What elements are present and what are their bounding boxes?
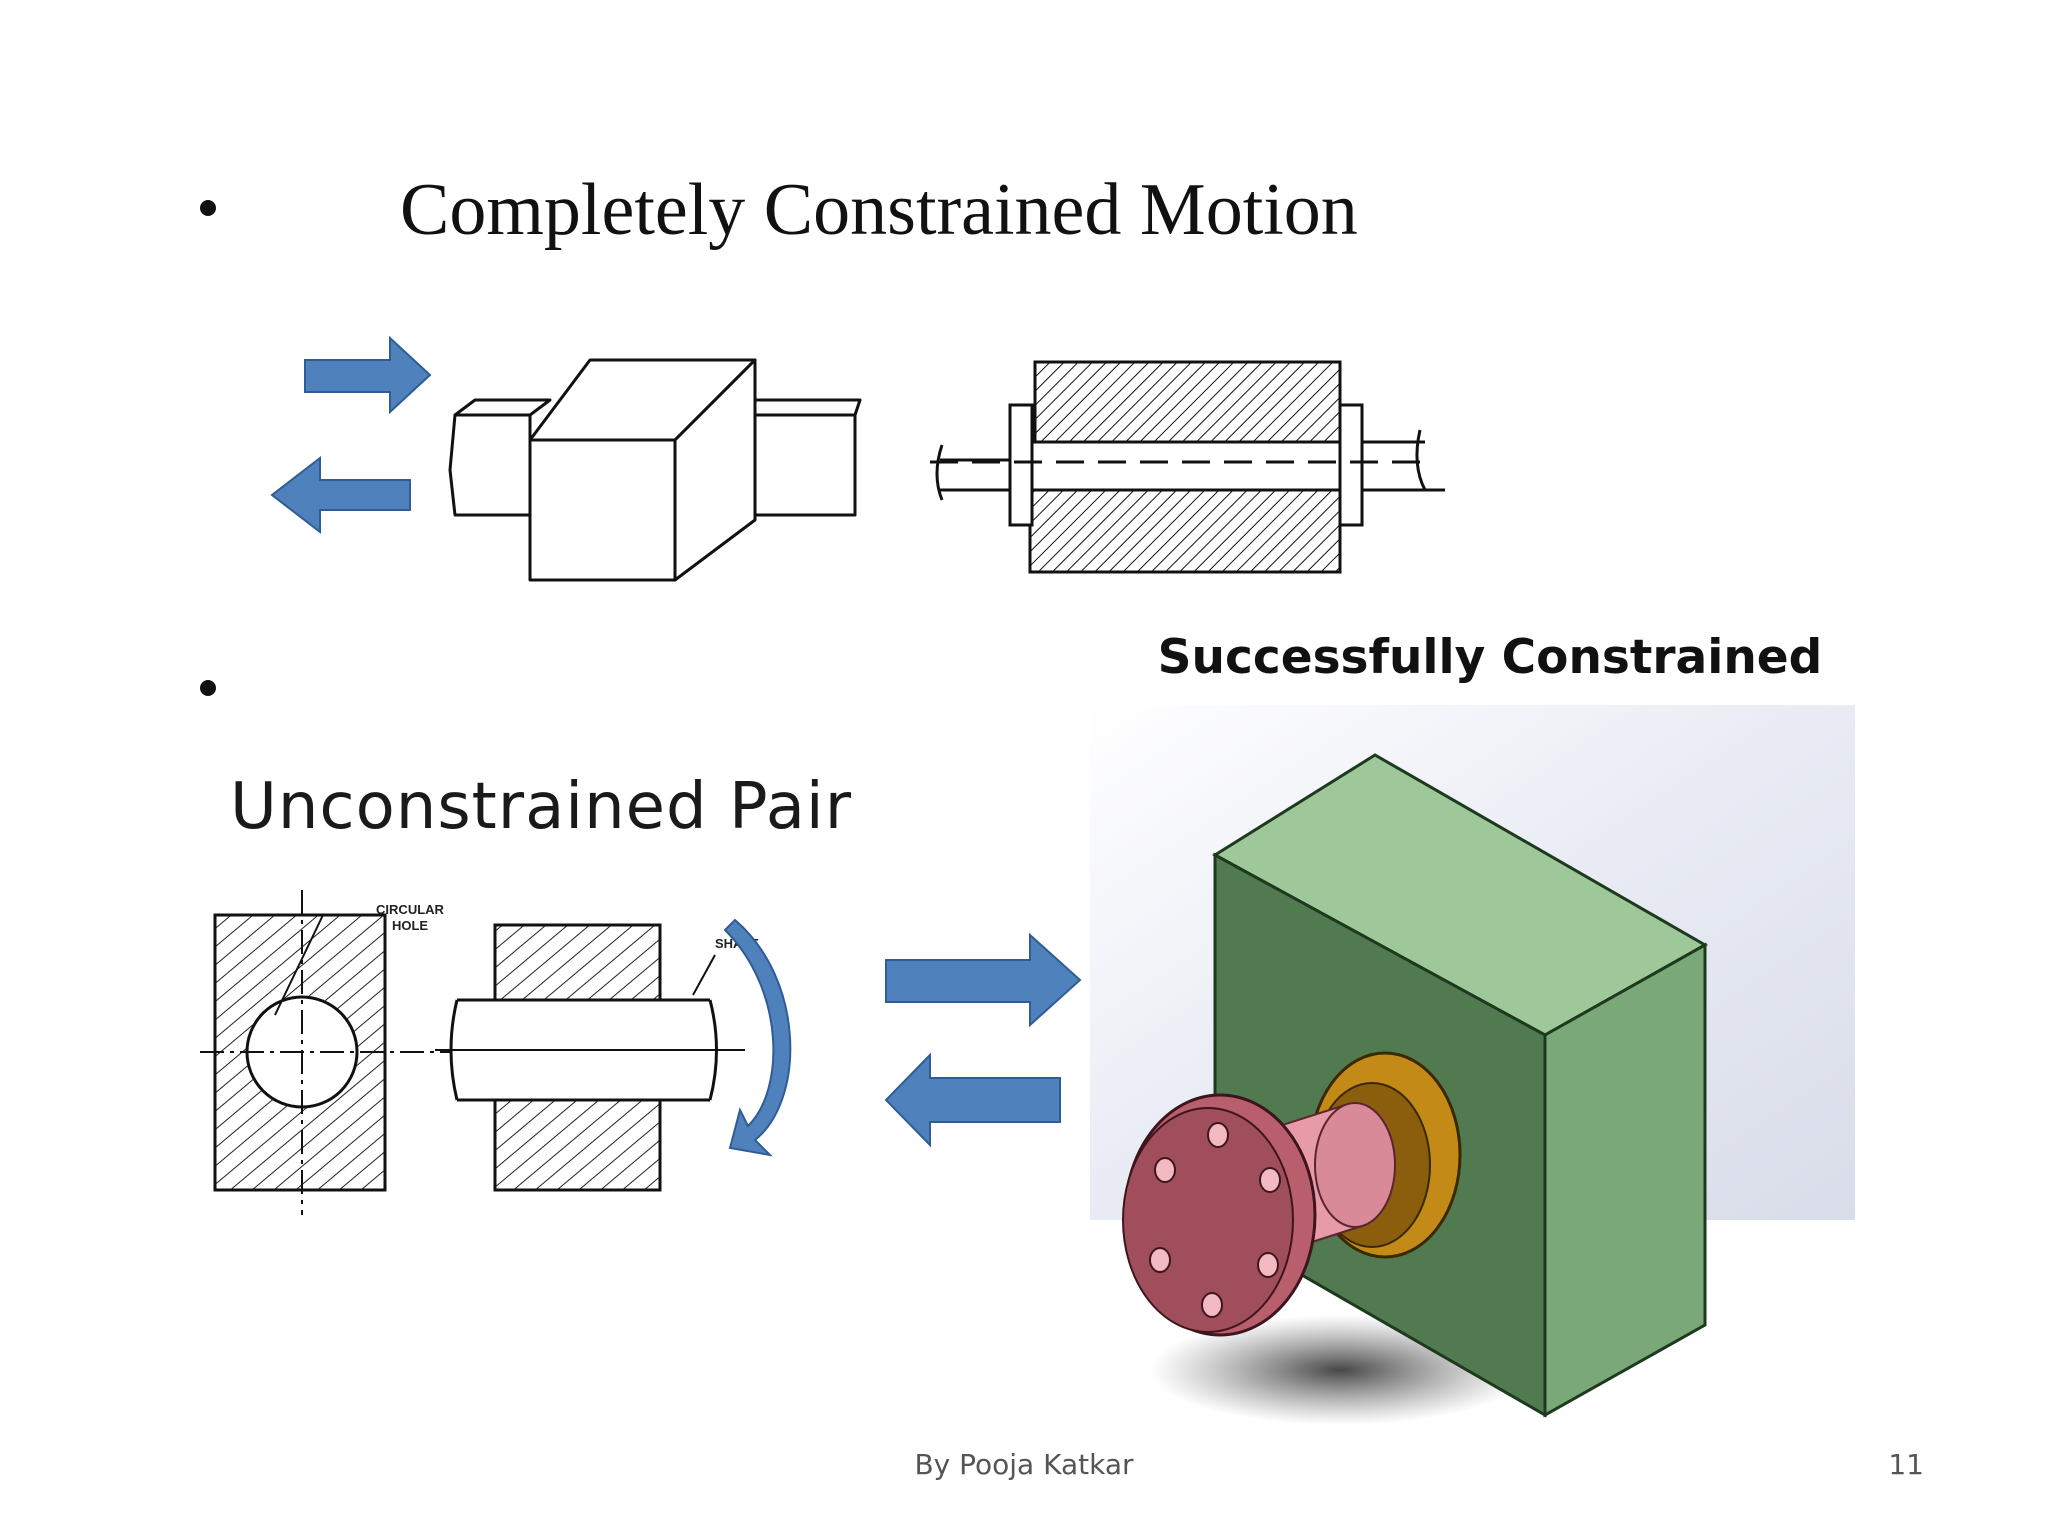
slide-title: Completely Constrained Motion [400,169,1358,251]
bullet-1 [200,200,216,216]
shaft-bearing-diagram [930,360,1445,574]
arrow-right-icon [304,335,432,415]
label-line-1: Successfully Constrained [1157,630,1823,685]
circular-hole-label-line1: CIRCULAR [376,902,444,917]
sliding-pair-diagram [270,335,862,582]
unconstrained-pair-label: Unconstrained Pair [230,770,852,844]
footer-author: By Pooja Katkar [914,1448,1134,1481]
curved-arrow-icon [723,918,792,1157]
arrow-left-icon [884,1052,1061,1148]
bullet-2 [200,680,216,696]
page-number: 11 [1888,1448,1924,1481]
arrow-left-icon [270,455,411,535]
arrow-right-icon [885,932,1082,1028]
circular-hole-label-line2: HOLE [392,918,428,933]
unconstrained-pair-diagram: CIRCULAR HOLE SHAFT [200,890,792,1215]
constrained-3d-render [1090,705,1855,1425]
motion-arrows [884,932,1082,1148]
